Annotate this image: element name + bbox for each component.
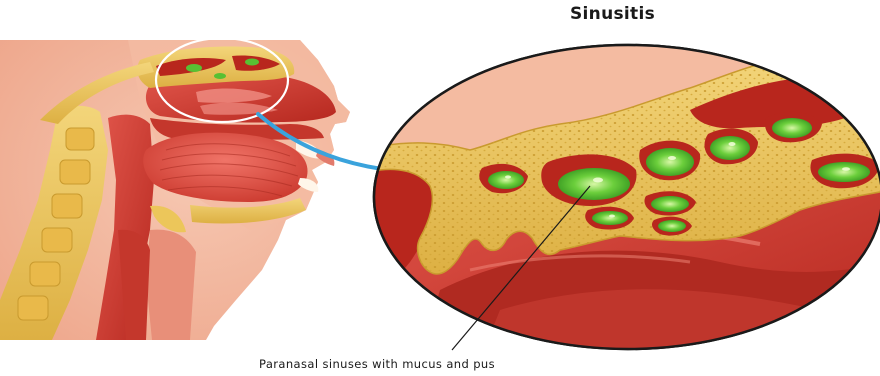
diagram-title: Sinusitis [570,4,655,24]
sinus-caption-label: Paranasal sinuses with mucus and pus [259,357,495,371]
